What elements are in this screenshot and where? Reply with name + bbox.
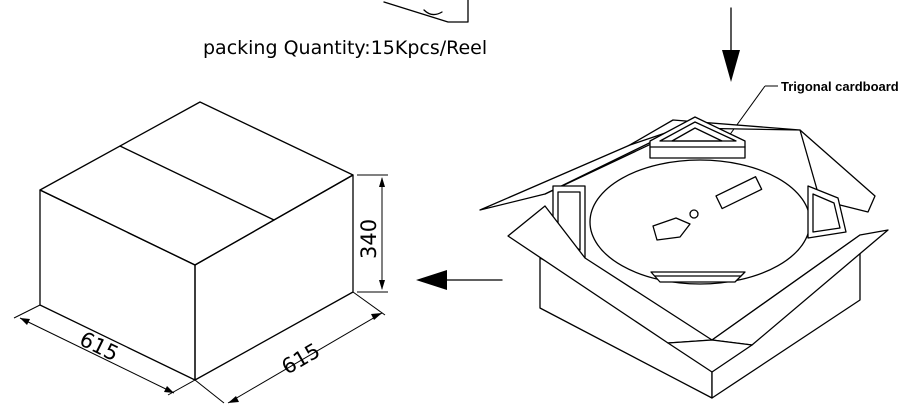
width-dimension-label: 615 <box>278 338 325 379</box>
width-dimension: 615 <box>194 291 386 404</box>
trigonal-cardboard-callout: Trigonal cardboard <box>720 79 899 147</box>
reel-label-slot <box>715 176 763 210</box>
down-arrow <box>722 7 740 82</box>
reel-tag <box>652 217 691 241</box>
front-left-flap <box>507 205 713 344</box>
left-arrow <box>416 270 503 290</box>
height-dimension-label: 340 <box>357 219 381 259</box>
front-flap-fold <box>667 339 753 373</box>
reel-hub <box>689 209 699 219</box>
open-box <box>479 116 889 399</box>
depth-dimension-label: 615 <box>76 327 123 366</box>
trigonal-cardboard-label: Trigonal cardboard <box>781 79 899 94</box>
reel-label-card <box>383 0 469 23</box>
depth-dimension: 615 <box>13 304 196 396</box>
box-top-face <box>39 101 354 266</box>
cardboard-triangle-top <box>649 116 746 159</box>
reel <box>589 159 811 285</box>
box-side-face <box>194 174 354 381</box>
box-tape-line <box>119 145 275 221</box>
packing-quantity-text: packing Quantity:15Kpcs/Reel <box>203 37 487 59</box>
cardboard-triangle-bottom <box>650 271 746 283</box>
cardboard-triangle-right <box>807 185 847 239</box>
height-dimension: 340 <box>357 174 388 293</box>
